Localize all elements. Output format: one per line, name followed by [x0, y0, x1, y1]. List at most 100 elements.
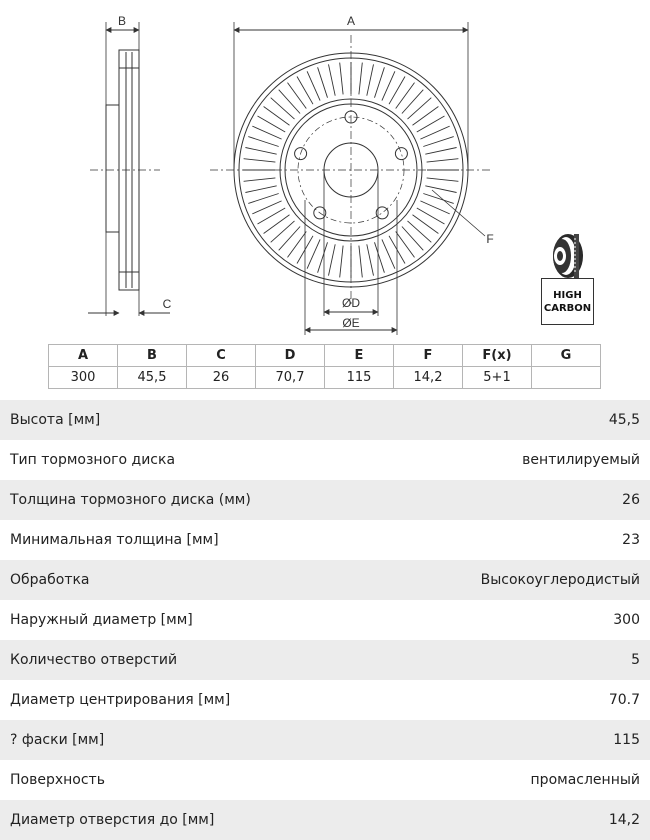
- spec-row-disc-type: Тип тормозного диска вентилируемый: [0, 440, 650, 480]
- dimension-value-row: 300 45,5 26 70,7 115 14,2 5+1: [48, 366, 601, 389]
- brake-disc-drawing: B C A ØD ØE F: [88, 14, 583, 335]
- vent-slot: [257, 207, 286, 225]
- dimension-value: 26: [186, 366, 256, 389]
- dim-label-f: F: [486, 232, 493, 246]
- vent-slot: [245, 147, 277, 155]
- vent-slot: [243, 158, 276, 163]
- dimension-value: 14,2: [393, 366, 463, 389]
- bolt-hole: [313, 206, 327, 220]
- vent-slot: [426, 158, 459, 163]
- dimension-header: F(x): [462, 344, 532, 367]
- spec-label: Диаметр отверстия до [мм]: [10, 812, 215, 828]
- vent-slot: [248, 193, 279, 204]
- spec-value: 70.7: [608, 692, 640, 708]
- vent-slot: [358, 62, 363, 95]
- vent-slot: [412, 214, 439, 234]
- spec-list: Высота [мм] 45,5 Тип тормозного диска вент…: [0, 400, 650, 840]
- spec-value: Высокоуглеродистый: [480, 572, 640, 588]
- spec-value: 14,2: [608, 812, 640, 828]
- spec-label: Высота [мм]: [10, 412, 101, 428]
- vent-slot: [339, 245, 344, 278]
- dim-label-d: ØD: [342, 296, 360, 310]
- dimension-value: 5+1: [462, 366, 532, 389]
- high-carbon-badge: HIGH CARBON: [541, 278, 594, 325]
- spec-label: Диаметр центрирования [мм]: [10, 692, 231, 708]
- spec-row-outer-diameter: Наружный диаметр [мм]300: [0, 600, 650, 640]
- bolt-hole: [294, 147, 308, 161]
- spec-value: 45,5: [608, 412, 640, 428]
- vent-slot: [412, 106, 439, 126]
- dimension-value: 70,7: [255, 366, 325, 389]
- vent-slot: [366, 64, 374, 96]
- vent-slot: [257, 115, 286, 133]
- badge-line-2: CARBON: [543, 302, 592, 314]
- vent-slot: [423, 136, 454, 147]
- dim-label-b: B: [118, 14, 126, 28]
- dimension-value: 45,5: [117, 366, 187, 389]
- dimension-value: [531, 366, 601, 389]
- vent-slot: [252, 200, 282, 215]
- vent-slot: [287, 82, 307, 109]
- spec-value: 115: [613, 732, 640, 748]
- badge-line-1: HIGH: [553, 289, 582, 301]
- vent-slot: [374, 242, 385, 273]
- vent-slot: [395, 231, 415, 258]
- spec-value: 26: [622, 492, 640, 508]
- vent-slot: [395, 82, 415, 109]
- vent-slot: [243, 177, 276, 182]
- vent-slot: [339, 62, 344, 95]
- bolt-hole: [375, 206, 389, 220]
- vent-slot: [358, 245, 363, 278]
- vent-slot: [416, 115, 445, 133]
- dimension-value: 300: [48, 366, 118, 389]
- brake-disc-icon: [553, 234, 583, 278]
- vent-slot: [252, 125, 282, 140]
- bolt-hole: [394, 147, 408, 161]
- vent-slot: [401, 226, 424, 251]
- dimension-header: C: [186, 344, 256, 367]
- vent-slot: [426, 177, 459, 182]
- vent-slot: [425, 147, 457, 155]
- vent-slot: [374, 67, 385, 98]
- dim-label-c: C: [163, 297, 172, 311]
- vent-slot: [366, 244, 374, 276]
- vent-slot: [245, 185, 277, 193]
- dimension-header: G: [531, 344, 601, 367]
- dim-label-e: ØE: [342, 316, 359, 330]
- vent-slot: [317, 67, 328, 98]
- spec-row-chamfer: ? фаски [мм]115: [0, 720, 650, 760]
- spec-row-thickness: Толщина тормозного диска (мм)26: [0, 480, 650, 520]
- vent-slot: [388, 76, 406, 105]
- vent-slot: [416, 207, 445, 225]
- vent-slot: [306, 239, 321, 269]
- dimension-header: A: [48, 344, 118, 367]
- vent-slot: [328, 244, 336, 276]
- front-view: [210, 22, 492, 335]
- vent-slot: [317, 242, 328, 273]
- side-view: [88, 22, 170, 316]
- spec-label: Наружный диаметр [мм]: [10, 612, 193, 628]
- vent-slot: [423, 193, 454, 204]
- spec-value: 5: [631, 652, 640, 668]
- spec-row-centering-diameter: Диаметр центрирования [мм] 70.7: [0, 680, 650, 720]
- vent-slot: [287, 231, 307, 258]
- vent-slot: [401, 89, 424, 114]
- vent-slot: [278, 89, 301, 114]
- vent-slots: [243, 62, 459, 278]
- spec-label: Тип тормозного диска: [10, 452, 176, 468]
- dimension-header: D: [255, 344, 325, 367]
- vent-slot: [248, 136, 279, 147]
- vent-slot: [407, 220, 432, 243]
- spec-row-min-thickness: Минимальная толщина [мм]23: [0, 520, 650, 560]
- spec-value: вентилируемый: [522, 452, 640, 468]
- vent-slot: [425, 185, 457, 193]
- vent-slot: [381, 239, 396, 269]
- vent-slot: [328, 64, 336, 96]
- vent-slot: [296, 76, 314, 105]
- spec-row-height: Высота [мм] 45,5: [0, 400, 650, 440]
- vent-slot: [263, 214, 290, 234]
- spec-value: 23: [622, 532, 640, 548]
